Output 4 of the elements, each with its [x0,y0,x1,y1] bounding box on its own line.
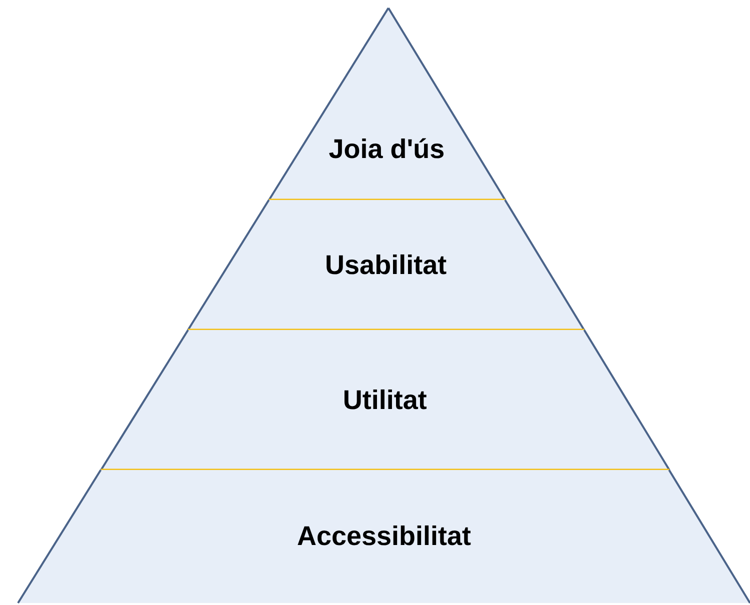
layer-label: Usabilitat [325,248,447,282]
layer-label: Utilitat [342,384,427,417]
layer-label: Joia d'ús [328,132,445,166]
layer-label: Accessibilitat [296,520,472,554]
